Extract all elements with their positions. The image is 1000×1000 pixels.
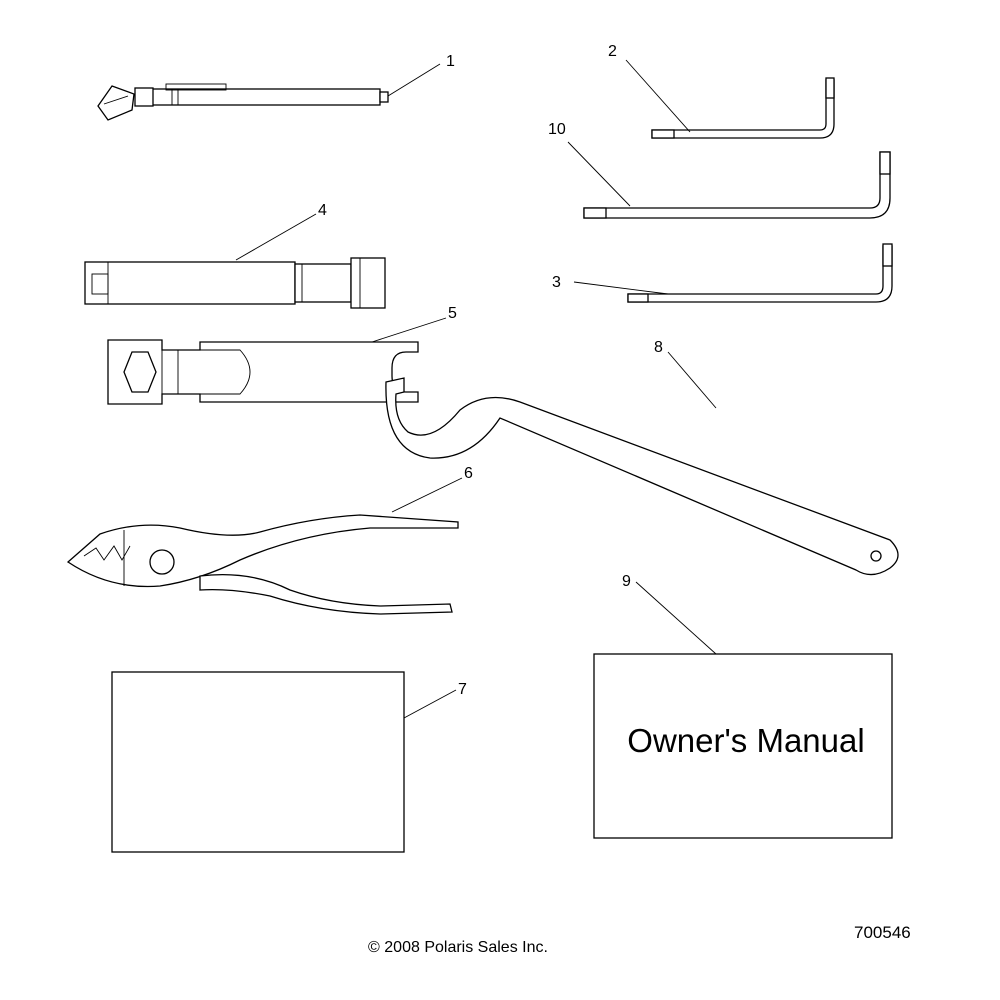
callout-7: 7	[458, 681, 467, 698]
spark-plug-socket	[84, 257, 386, 309]
callout-1: 1	[446, 53, 455, 70]
copyright-text: © 2008 Polaris Sales Inc.	[368, 939, 548, 956]
slip-joint-pliers	[66, 514, 459, 615]
callout-5: 5	[448, 305, 457, 322]
leader-line-4	[235, 213, 317, 261]
combination-wrench	[107, 339, 419, 405]
leader-line-7	[403, 689, 457, 719]
leader-line-1	[387, 63, 441, 97]
leader-line-10	[567, 141, 631, 207]
owners-manual-box	[593, 653, 893, 839]
callout-10: 10	[548, 121, 566, 138]
leader-line-6	[391, 477, 463, 513]
blank-card	[111, 671, 405, 853]
callout-6: 6	[464, 465, 473, 482]
drawing-number: 700546	[854, 923, 911, 942]
leader-line-9	[635, 581, 717, 655]
leader-line-5	[371, 317, 447, 343]
hex-key-long	[583, 151, 891, 219]
hex-key-medium	[627, 243, 893, 303]
tire-pressure-gauge	[97, 83, 389, 121]
callout-4: 4	[318, 202, 327, 219]
spanner-wrench	[385, 377, 899, 576]
hex-key-small	[651, 77, 835, 139]
leader-line-8	[667, 351, 717, 409]
callout-8: 8	[654, 339, 663, 356]
owners-manual-label: Owner's Manual	[627, 722, 864, 759]
callout-2: 2	[608, 43, 617, 60]
leader-line-3	[573, 281, 669, 295]
leader-line-2	[625, 59, 691, 133]
callout-9: 9	[622, 573, 631, 590]
callout-3: 3	[552, 274, 561, 291]
